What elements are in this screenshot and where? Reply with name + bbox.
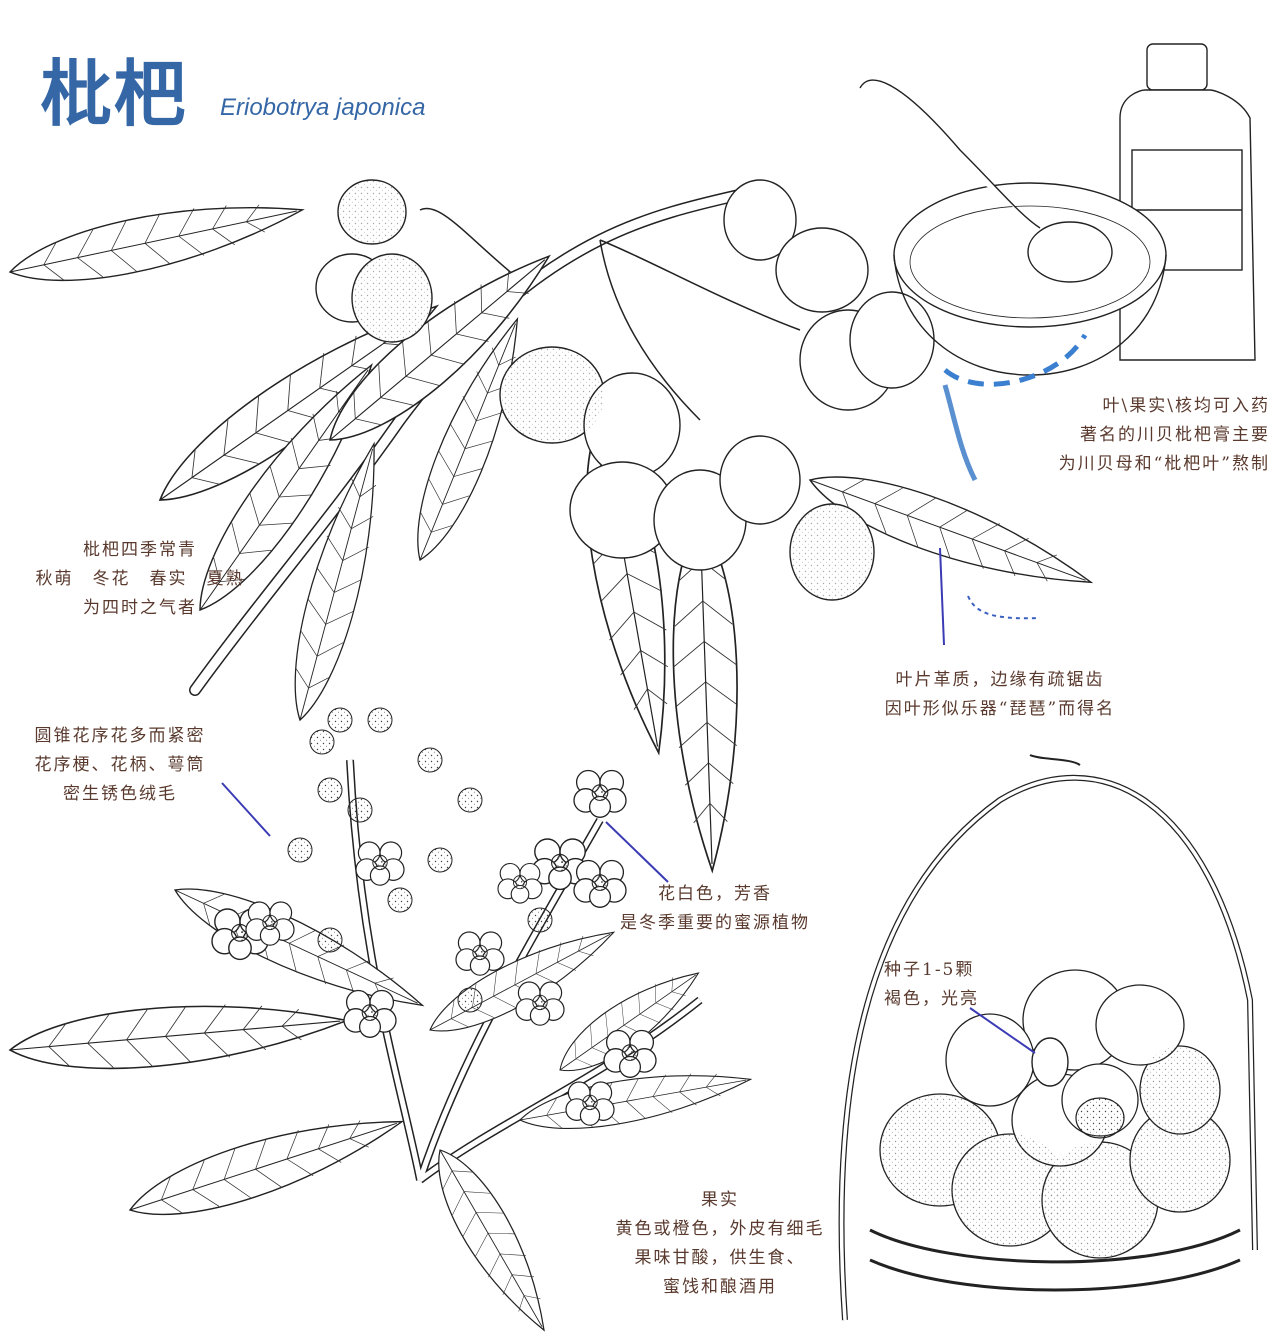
loquat-branch [3, 179, 1101, 873]
note-flower: 花白色，芳香 是冬季重要的蜜源植物 [590, 880, 840, 938]
note-line: 密生锈色绒毛 [63, 784, 177, 804]
note-leaf: 叶片革质，边缘有疏锯齿 因叶形似乐器“琵琶”而得名 [840, 666, 1160, 724]
note-evergreen: 枇杷四季常青 秋萌 冬花 春实 夏熟 为四时之气者 [10, 536, 270, 623]
note-line: 是冬季重要的蜜源植物 [620, 913, 810, 933]
note-seed: 种子1-5颗 褐色，光亮 [884, 956, 1004, 1014]
note-line: 秋萌 冬花 春实 夏熟 [35, 569, 245, 589]
note-line: 果实 [701, 1190, 739, 1210]
note-line: 蜜饯和酿酒用 [663, 1277, 777, 1297]
medicine-bottle [1119, 43, 1256, 361]
fruit-basket [838, 754, 1258, 1321]
note-line: 种子1-5颗 [884, 960, 975, 980]
note-fruit: 果实 黄色或橙色，外皮有细毛 果味甘酸，供生食、 蜜饯和酿酒用 [585, 1186, 855, 1302]
note-line: 黄色或橙色，外皮有细毛 [615, 1219, 825, 1239]
note-line: 叶片革质，边缘有疏锯齿 [895, 670, 1105, 690]
note-line: 因叶形似乐器“琵琶”而得名 [884, 699, 1116, 719]
note-inflorescence: 圆锥花序花多而紧密 花序梗、花柄、萼筒 密生锈色绒毛 [0, 722, 240, 809]
note-line: 圆锥花序花多而紧密 [34, 726, 206, 746]
note-medicinal: 叶\果实\核均可入药 著名的川贝枇杷膏主要 为川贝母和“枇杷叶”熬制 [970, 392, 1270, 479]
medicine-bowl-spoon [859, 79, 1167, 376]
note-line: 果味甘酸，供生食、 [634, 1248, 806, 1268]
scientific-name: Eriobotrya japonica [220, 94, 426, 121]
note-line: 为川贝母和“枇杷叶”熬制 [1058, 454, 1270, 474]
note-line: 褐色，光亮 [884, 989, 979, 1009]
note-line: 为四时之气者 [83, 598, 197, 618]
note-line: 著名的川贝枇杷膏主要 [1080, 425, 1270, 445]
note-line: 叶\果实\核均可入药 [1102, 396, 1270, 416]
annotation-pointers [221, 333, 1088, 1054]
flower-cluster [6, 707, 755, 1341]
note-line: 枇杷四季常青 [83, 540, 197, 560]
page-title: 枇杷 [40, 52, 189, 136]
note-line: 花白色，芳香 [658, 884, 772, 904]
note-line: 花序梗、花柄、萼筒 [34, 755, 206, 775]
